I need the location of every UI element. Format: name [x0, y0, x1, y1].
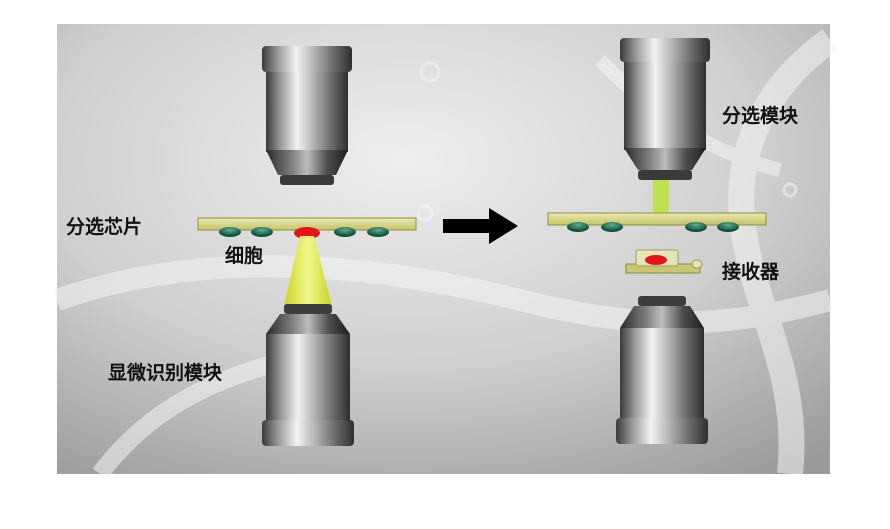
- label-receiver: 接收器: [722, 260, 780, 283]
- label-cell: 细胞: [225, 244, 263, 267]
- right-bottom-objective: [616, 296, 708, 444]
- receiver: [625, 249, 703, 274]
- imaging-beam: [284, 236, 332, 306]
- label-sorting-chip: 分选芯片: [66, 215, 142, 238]
- sorting-beam: [653, 180, 669, 220]
- chip-dots: [219, 227, 389, 237]
- right-top-objective: [620, 38, 710, 180]
- collected-cell-marker: [645, 255, 667, 265]
- label-microscopic-recognition-module: 显微识别模块: [108, 361, 223, 384]
- dna-strand-decoration: [53, 29, 838, 480]
- label-sorting-module: 分选模块: [722, 104, 799, 127]
- right-arrow-icon: [443, 208, 518, 244]
- left-sorting-chip: [197, 217, 417, 239]
- left-bottom-objective: [262, 304, 354, 446]
- left-top-objective: [262, 46, 352, 185]
- right-sorting-chip: [547, 212, 767, 232]
